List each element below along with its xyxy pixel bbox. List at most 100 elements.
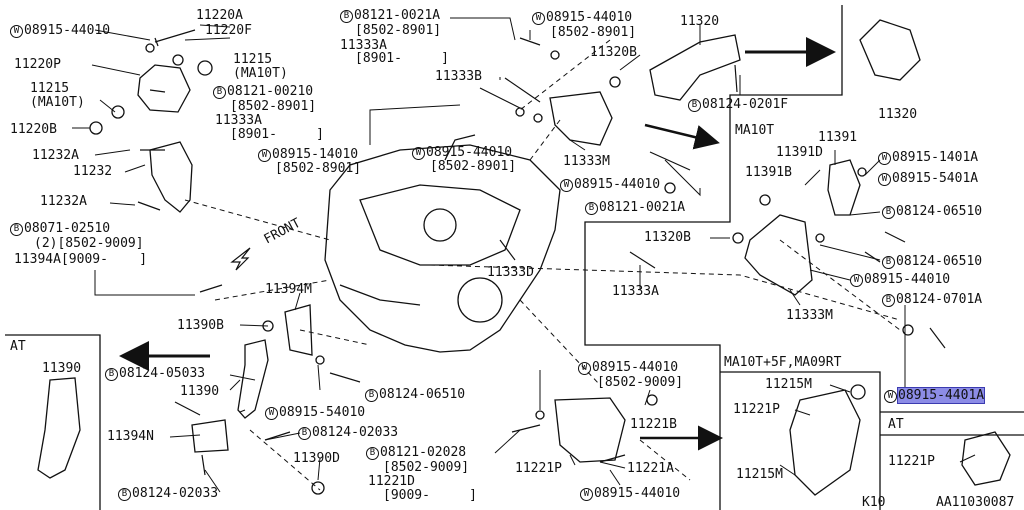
bolt-11333a-top [519, 37, 541, 46]
label-k10: K10 [862, 495, 886, 510]
part-number: 08071-02510 [24, 221, 111, 236]
w-marker: W [878, 152, 891, 165]
w-marker: W [412, 147, 425, 160]
bolt-06510-r1 [884, 231, 906, 243]
b-marker: B [585, 202, 598, 215]
part-number: 08124-06510 [896, 204, 983, 219]
b-marker: B [105, 368, 118, 381]
label-11320-top: 11320 [680, 14, 720, 29]
b-marker: B [365, 389, 378, 402]
part-number: 08915-44010 [426, 145, 513, 160]
label-8502-9009-c: [8502-9009] [383, 460, 470, 475]
b-marker: B [118, 488, 131, 501]
w-marker: W [884, 390, 897, 403]
label-11391: 11391 [818, 130, 858, 145]
bracket-11394n [191, 419, 229, 453]
label-11391b: 11391B [745, 165, 792, 180]
washer-54010 [315, 355, 325, 365]
label-11220p: 11220P [14, 57, 61, 72]
b-marker: B [10, 223, 23, 236]
nut-11390b [262, 320, 274, 332]
mount-11221p-r [789, 389, 861, 496]
label-8502-8901-b: [8502-8901] [550, 25, 637, 40]
label-11220a: 11220A [196, 8, 243, 23]
label-11232a-1: 11232A [32, 148, 79, 163]
w-marker: W [850, 274, 863, 287]
bolt-0701a [929, 327, 946, 349]
bolt-08121-00210 [479, 87, 521, 109]
washer-top [550, 50, 560, 60]
b-marker: B [298, 427, 311, 440]
panel-title-at-left: AT [10, 339, 26, 354]
label-11320b-right: 11320B [644, 230, 691, 245]
nut-11220b [89, 121, 103, 135]
w-marker: W [578, 362, 591, 375]
label-11333m-right: 11333M [786, 308, 833, 323]
part-number: 08915-44010 [592, 360, 679, 375]
panel-title-ma10t: MA10T [735, 123, 775, 138]
washer-44010-b [535, 410, 545, 420]
part-number: 08124-06510 [896, 254, 983, 269]
part-number: 08915-54010 [279, 405, 366, 420]
part-number: 08124-06510 [379, 387, 466, 402]
at-left-panel-border [5, 334, 101, 510]
label-11220b: 11220B [10, 122, 57, 137]
washer-0701a [902, 324, 914, 336]
label-11232: 11232 [73, 164, 113, 179]
b-marker: B [688, 99, 701, 112]
b-marker: B [882, 256, 895, 269]
label-11333m-top: 11333M [563, 154, 610, 169]
nut-11390d [311, 481, 325, 495]
label-11221p: 11221P [515, 461, 562, 476]
part-number: 08124-0701A [896, 292, 983, 307]
part-number: 08124-02033 [312, 425, 399, 440]
bolt-11320 [734, 64, 738, 93]
part-number: 08121-00210 [227, 84, 314, 99]
bracket-11394m [284, 304, 313, 356]
label-11333a-right: 11333A [612, 284, 659, 299]
washer-44010-tl [145, 43, 155, 53]
label-2-8502-9009: (2)[8502-9009] [34, 236, 144, 251]
part-number-highlighted: 08915-4401A [896, 387, 986, 404]
w-marker: W [580, 488, 593, 501]
bolt-11232a-2 [137, 201, 161, 211]
panel-title-at-right: AT [888, 417, 904, 432]
nut-11391b [759, 194, 771, 206]
label-8502-8901-d: [8502-8901] [275, 161, 362, 176]
label-11394a: 11394A[9009- ] [14, 252, 148, 267]
label-11333d: 11333D [487, 265, 534, 280]
bracket-11232 [149, 141, 193, 213]
link-11390 [237, 339, 269, 419]
label-11221d: 11221D [368, 474, 415, 489]
b-marker: B [882, 294, 895, 307]
part-number: 08121-0021A [354, 8, 441, 23]
label-11320-far: 11320 [878, 107, 918, 122]
label-11333a-top: 11333A [340, 38, 387, 53]
part-number: 08124-05033 [119, 366, 206, 381]
w-marker: W [265, 407, 278, 420]
label-8502-8901-e: [8502-8901] [430, 159, 517, 174]
label-ma10t-left: (MA10T) [30, 95, 85, 110]
bolt-06510-r2 [864, 251, 881, 263]
nut-11320b [609, 76, 621, 88]
label-11390-at: 11390 [42, 361, 82, 376]
label-11220f: 11220F [205, 23, 252, 38]
washer-mid [533, 113, 543, 123]
w-marker: W [560, 179, 573, 192]
